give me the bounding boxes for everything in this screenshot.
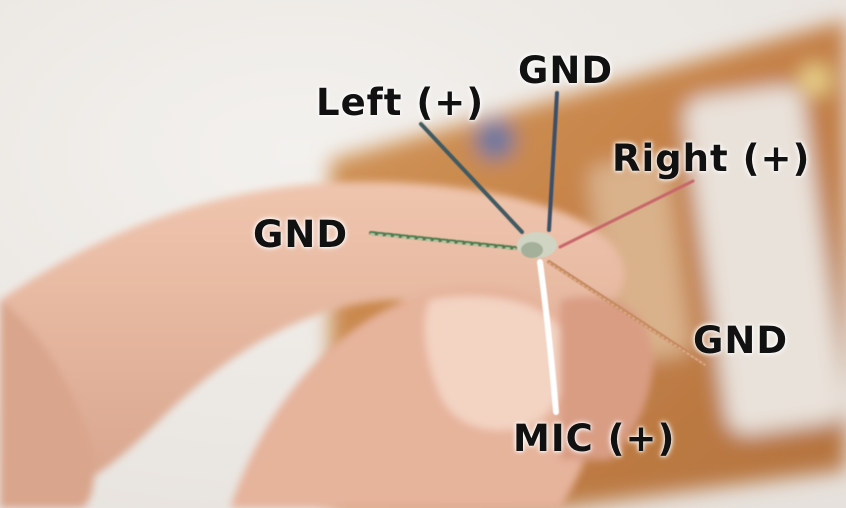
label-right-plus: Right (+) bbox=[612, 137, 811, 180]
mic-wire bbox=[537, 259, 559, 415]
label-gnd-right: GND bbox=[693, 319, 789, 362]
label-gnd-top: GND bbox=[518, 49, 614, 92]
wires bbox=[369, 91, 707, 415]
label-left-plus: Left (+) bbox=[316, 81, 485, 124]
left-wire bbox=[419, 122, 524, 234]
gnd-top-wire bbox=[547, 91, 559, 232]
right-wire bbox=[558, 179, 695, 249]
hand bbox=[0, 181, 653, 508]
label-gnd-left: GND bbox=[253, 213, 349, 256]
gnd-right-wire bbox=[547, 260, 707, 366]
label-mic-plus: MIC (+) bbox=[513, 417, 676, 460]
